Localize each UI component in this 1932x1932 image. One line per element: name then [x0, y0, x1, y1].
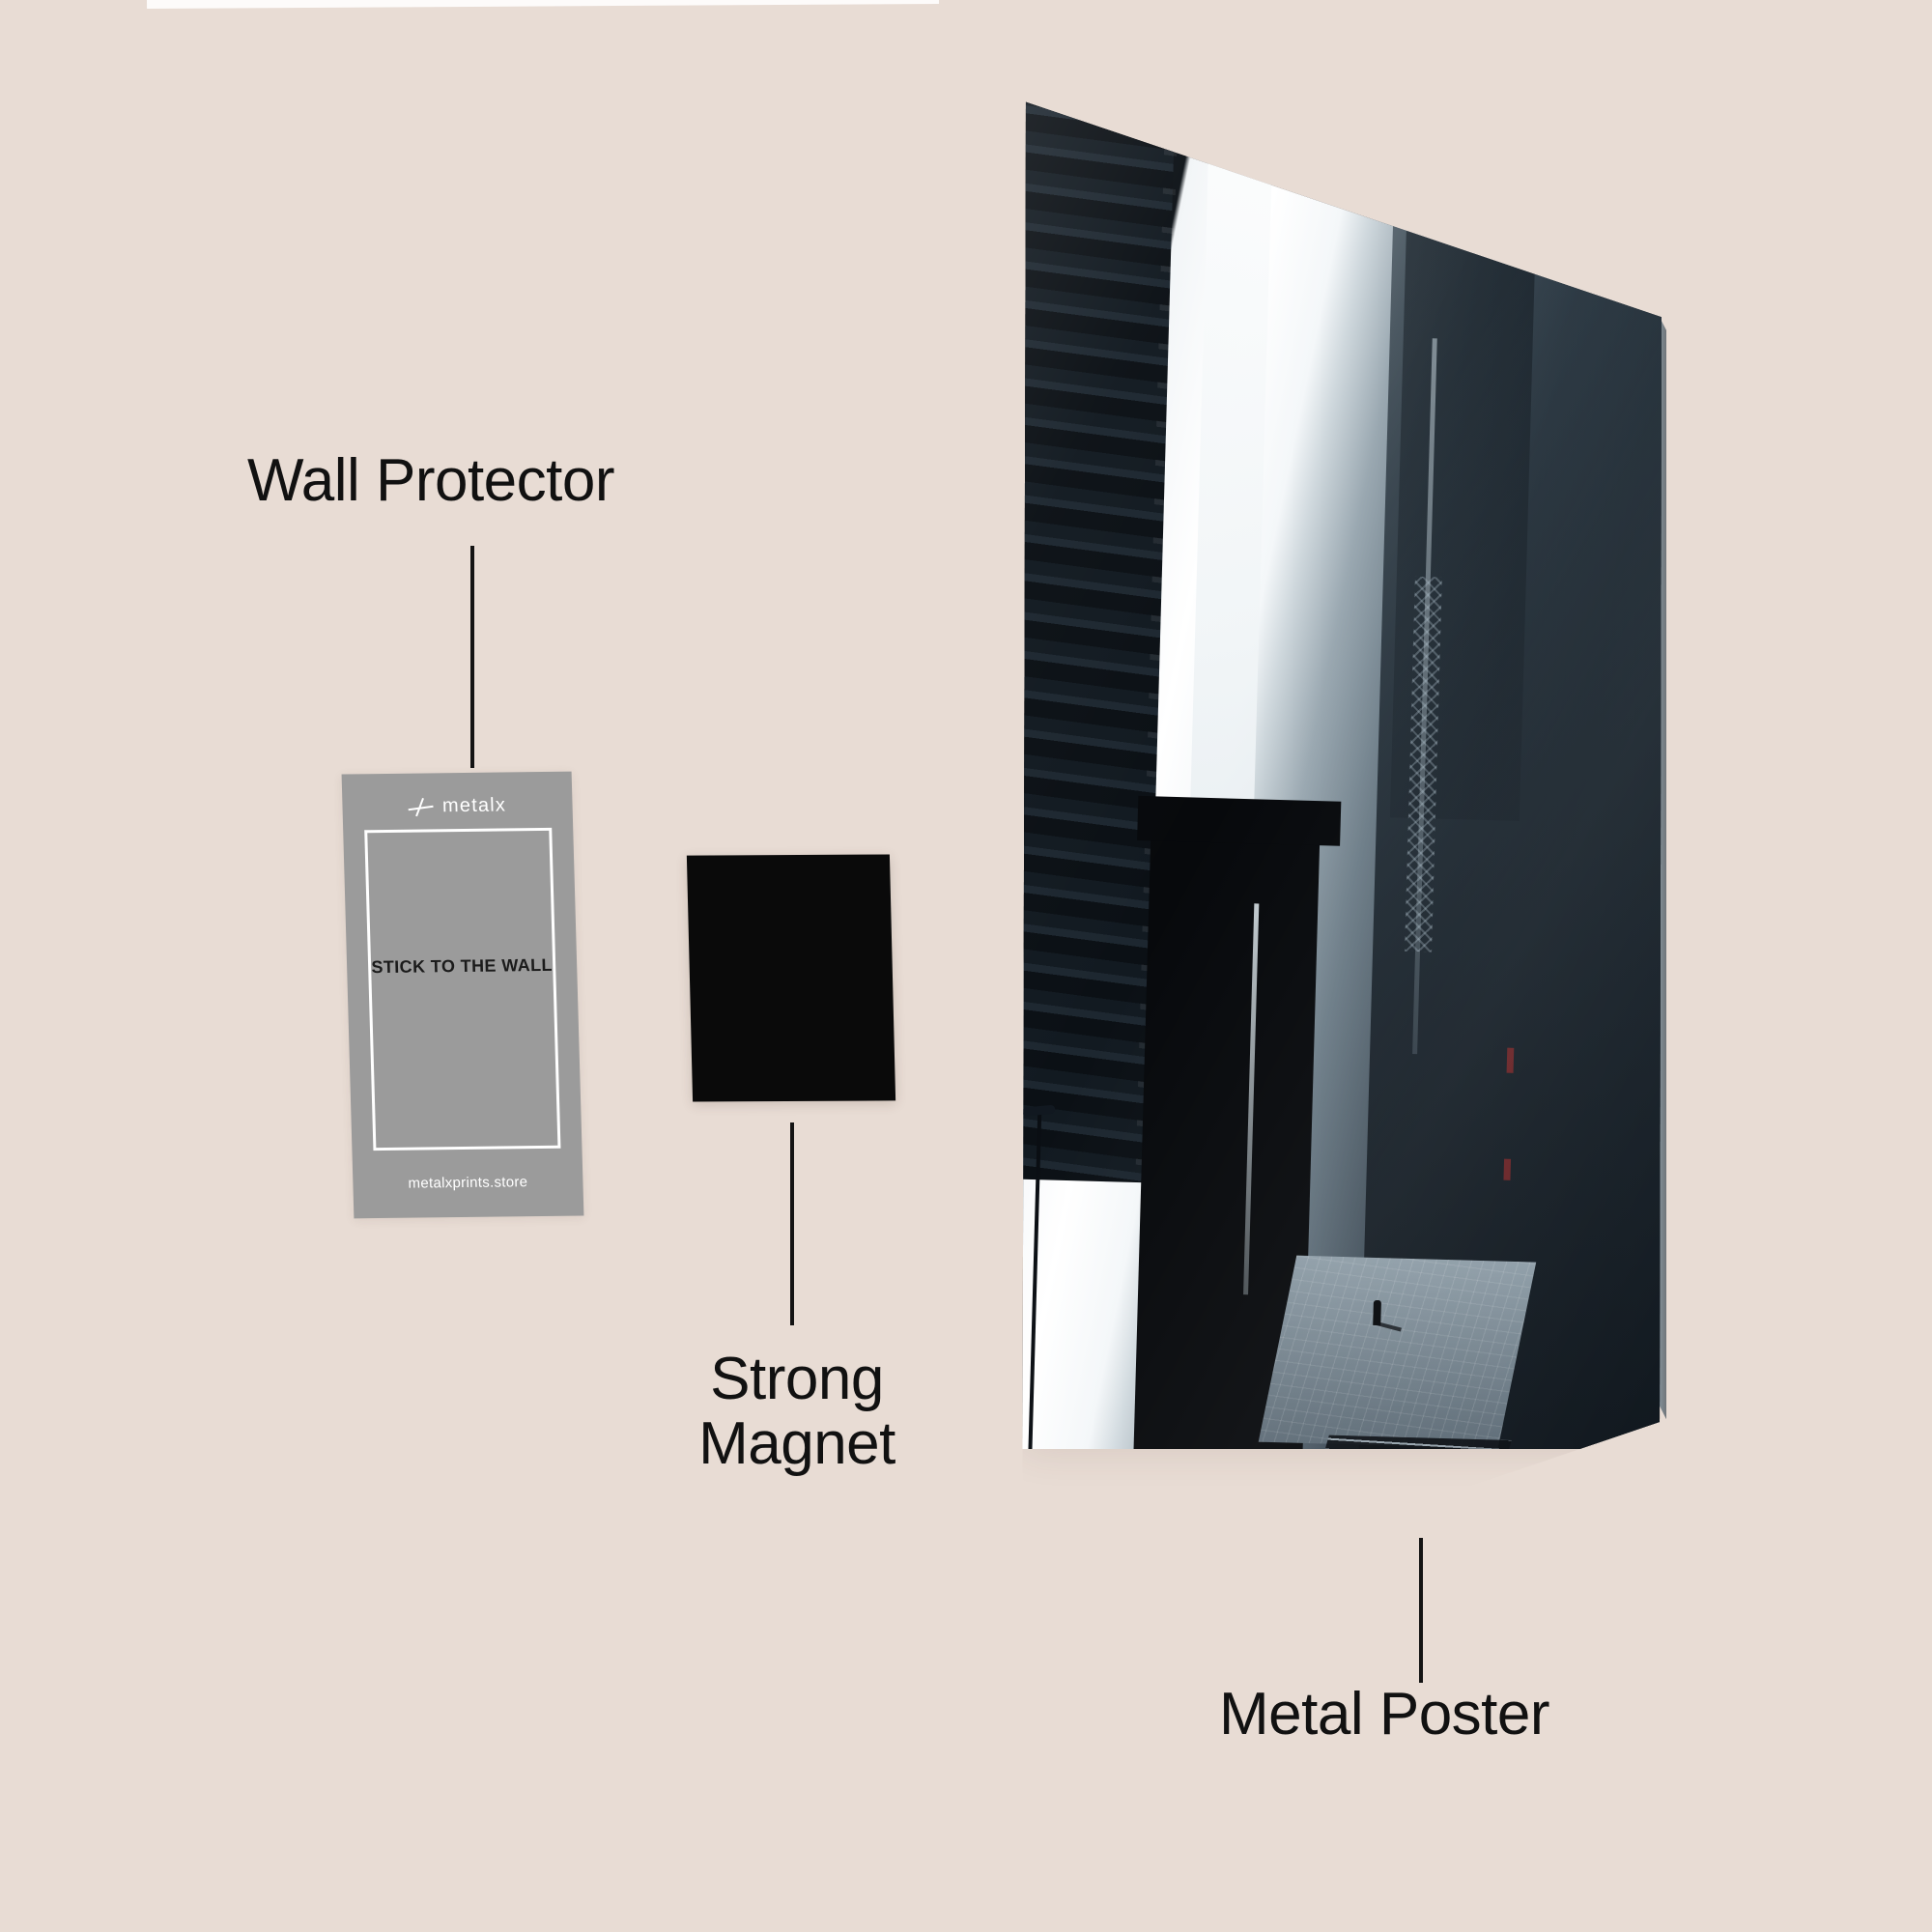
leader-line-strong-magnet [790, 1122, 794, 1325]
artwork-signage [1503, 1158, 1511, 1180]
poster-edge-thickness [1660, 317, 1666, 1420]
wall-protector-instruction: STICK TO THE WALL [371, 954, 554, 978]
artwork-right-building [1353, 101, 1662, 1449]
metal-poster [1022, 97, 1666, 1449]
callout-label-wall-protector: Wall Protector [247, 447, 615, 514]
leader-line-metal-poster [1419, 1538, 1423, 1683]
metalx-cross-icon [409, 797, 435, 816]
strong-magnet-square [686, 854, 896, 1102]
callout-label-metal-poster: Metal Poster [1219, 1681, 1550, 1747]
artwork-plaza [1258, 1255, 1536, 1449]
poster-artwork [1022, 101, 1662, 1449]
metal-poster-face [1022, 101, 1662, 1449]
callout-label-strong-magnet: Strong Magnet [698, 1346, 895, 1477]
wall-protector-inner-frame [364, 827, 561, 1151]
store-url: metalxprints.store [408, 1174, 528, 1192]
leader-line-wall-protector [470, 546, 474, 768]
wall-protector-logo: metalx [342, 794, 573, 819]
artwork-lone-figure [1372, 1299, 1381, 1325]
brand-name: metalx [441, 794, 507, 817]
wall-protector-card: metalx STICK TO THE WALL metalxprints.st… [341, 771, 584, 1219]
artwork-signage [1506, 1047, 1515, 1073]
